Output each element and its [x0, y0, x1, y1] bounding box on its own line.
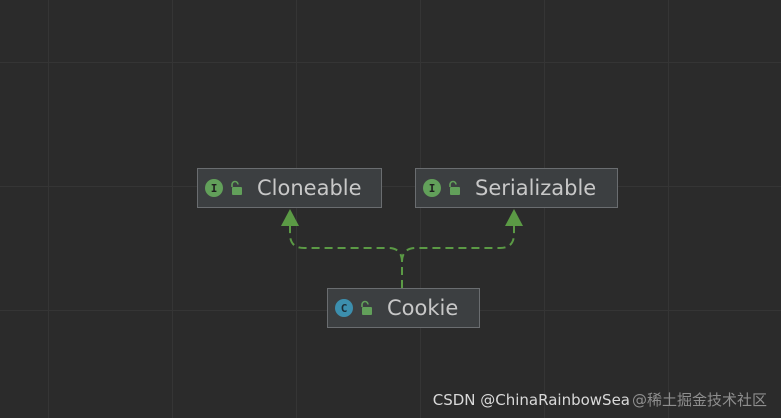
arrowhead-serializable: [505, 209, 523, 226]
arrowhead-cloneable: [281, 209, 299, 226]
class-icon: C: [335, 299, 353, 317]
interface-icon: I: [205, 179, 223, 197]
node-label: Cookie: [387, 295, 459, 320]
unlocked-icon: [231, 180, 242, 195]
watermark-brand: @稀土掘金技术社区: [631, 391, 767, 409]
edge-cookie-to-cloneable: [289, 225, 403, 288]
node-label: Serializable: [475, 175, 597, 200]
node-cloneable[interactable]: I Cloneable: [197, 168, 382, 208]
edge-cookie-to-serializable: [401, 225, 515, 288]
node-label: Cloneable: [257, 175, 362, 200]
interface-icon: I: [423, 179, 441, 197]
watermark: CSDN @ChinaRainbowSea@稀土掘金技术社区: [433, 389, 767, 410]
unlocked-icon: [449, 180, 460, 195]
unlocked-icon: [361, 300, 372, 315]
node-serializable[interactable]: I Serializable: [415, 168, 618, 208]
node-cookie[interactable]: C Cookie: [327, 288, 480, 328]
watermark-text: CSDN @ChinaRainbowSea: [432, 391, 630, 409]
